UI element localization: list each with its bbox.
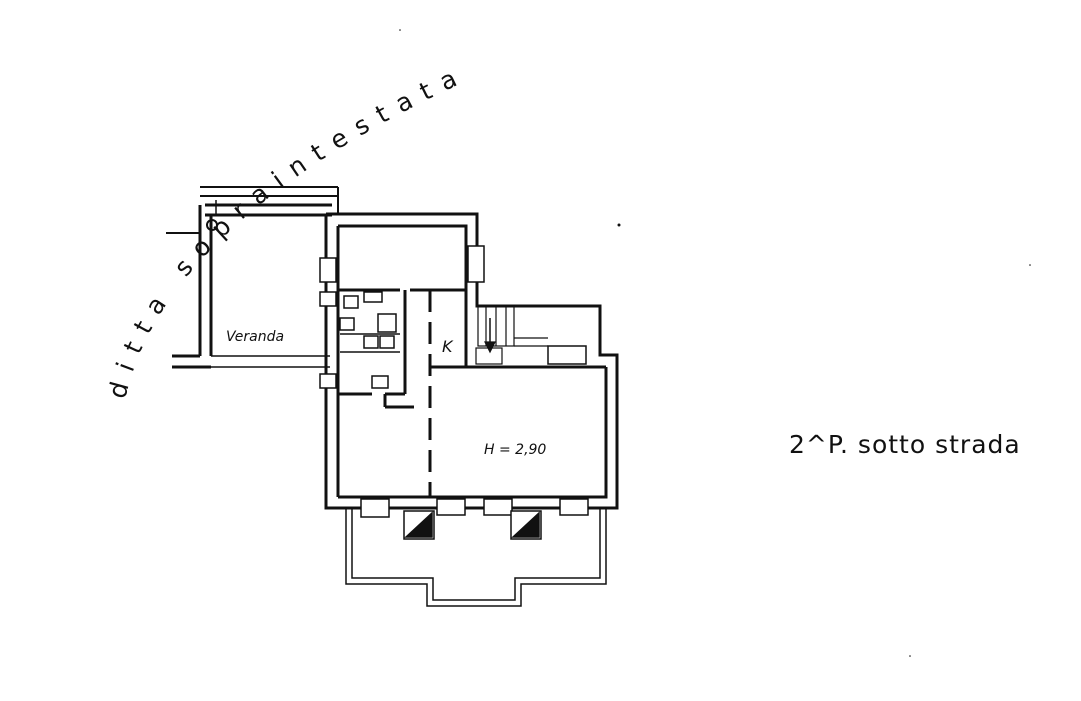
- pipe-marker-icon: [206, 219, 218, 231]
- entrance-doors: [403, 510, 542, 540]
- veranda-label: Veranda: [226, 329, 284, 345]
- arc-caption: ditta sopraintestata: [102, 58, 472, 401]
- terrace-outline: [345, 508, 607, 607]
- scan-specks: [399, 29, 1031, 657]
- floor-caption: 2^P. sotto strada: [789, 430, 1021, 459]
- ceiling-height-label: H = 2,90: [484, 442, 546, 458]
- apartment-walls: [324, 212, 619, 510]
- openings: [319, 245, 589, 518]
- stair-shaft: [475, 305, 548, 365]
- kitchen-label: K: [442, 337, 454, 356]
- veranda-area: [166, 186, 339, 369]
- bathroom-fixtures: [339, 291, 400, 389]
